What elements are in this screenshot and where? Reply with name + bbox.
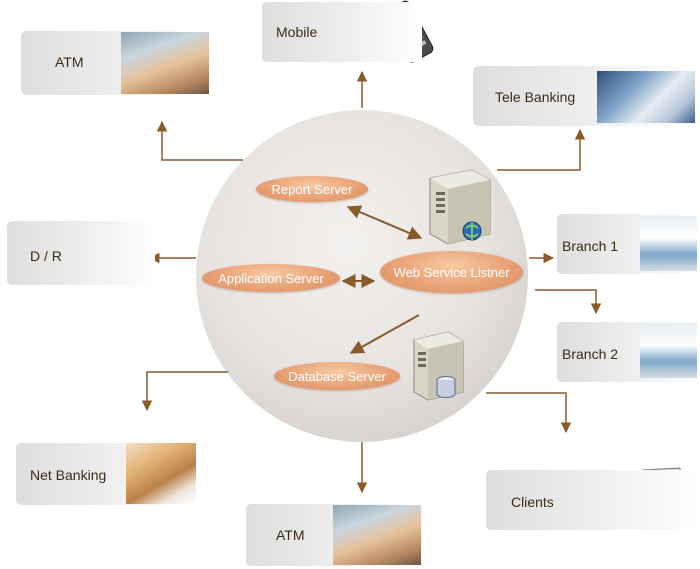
application-server-node[interactable]: Application Server [202, 264, 340, 292]
atm-bottom-label: ATM [276, 527, 305, 543]
report-server-node[interactable]: Report Server [256, 176, 368, 202]
clients-label: Clients [511, 494, 554, 510]
net-banking-label: Net Banking [30, 467, 107, 483]
arrow-report-web [346, 205, 423, 240]
web-service-listener-node[interactable]: Web Service Listner [380, 251, 523, 293]
dr-label: D / R [30, 248, 62, 264]
arrow-to-atm-top [156, 120, 243, 161]
branch-1-label: Branch 1 [562, 238, 619, 254]
tele-banking-label: Tele Banking [495, 89, 576, 105]
typing-hands-icon [126, 443, 196, 504]
mobile-label: Mobile [276, 24, 318, 40]
branch-2-label: Branch 2 [562, 346, 619, 362]
application-server-label: Application Server [218, 270, 324, 286]
branch-kiosk-icon [640, 216, 697, 271]
atm-top-label: ATM [55, 54, 84, 70]
arrow-to-net-banking [141, 371, 228, 412]
report-server-label: Report Server [271, 181, 353, 197]
dr-box[interactable] [7, 221, 155, 285]
server-icon [429, 169, 491, 245]
arrow-to-branch-2 [535, 289, 602, 315]
arrow-to-tele-banking [497, 128, 586, 171]
tele-banking-photo-icon [597, 71, 695, 123]
arrow-web-db [349, 314, 420, 354]
atm-photo-icon [121, 32, 209, 94]
web-service-listener-label: Web Service Listner [393, 264, 510, 280]
arrow-to-clients [486, 392, 572, 434]
clients-box[interactable] [486, 470, 698, 530]
database-server-node[interactable]: Database Server [274, 362, 400, 390]
atm-photo-icon [333, 505, 421, 565]
database-server-label: Database Server [288, 368, 386, 384]
branch-kiosk-icon [640, 323, 697, 378]
database-server-icon [413, 331, 464, 401]
mobile-box[interactable] [262, 2, 422, 62]
